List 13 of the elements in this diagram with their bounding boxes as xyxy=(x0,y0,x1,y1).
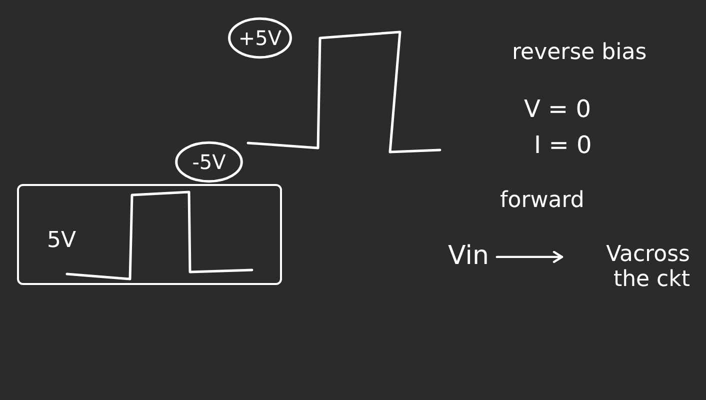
voltage-ellipse xyxy=(228,17,292,59)
signal-box xyxy=(17,184,282,285)
note-heading: reverse bias xyxy=(512,40,647,66)
variable-label: Vin xyxy=(448,242,489,272)
equation-text: V = 0 xyxy=(524,96,592,124)
voltage-label: 5V xyxy=(47,228,76,254)
voltage-ellipse xyxy=(175,141,243,183)
voltage-label: -5V xyxy=(192,150,226,174)
voltage-label: +5V xyxy=(238,26,282,50)
variable-label: Vacross the ckt xyxy=(570,242,690,293)
arrow xyxy=(496,250,564,264)
note-heading: forward xyxy=(500,188,584,214)
equation-text: I = 0 xyxy=(534,132,592,160)
